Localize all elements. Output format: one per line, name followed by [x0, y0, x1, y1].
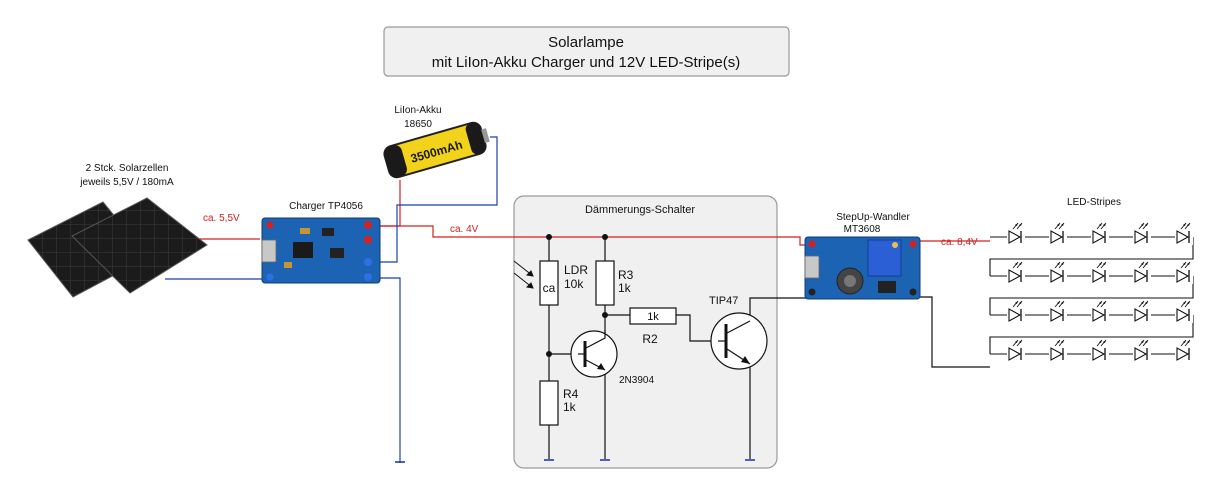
charger-label: Charger TP4056 [289, 201, 363, 212]
led-diode [1133, 300, 1151, 323]
title-box: Solarlampe mit LiIon-Akku Charger und 12… [383, 26, 790, 77]
led-diode [1133, 261, 1151, 284]
led-diode [1091, 261, 1109, 284]
voltage-solar-label: ca. 5,5V [203, 213, 240, 224]
led-diode [1007, 300, 1025, 323]
battery-18650: 3500mAh [383, 121, 490, 179]
led-diode [1049, 261, 1067, 284]
led-diode [1049, 222, 1067, 245]
ldr-body-text: ca [543, 281, 556, 295]
led-stripes-group [989, 222, 1194, 362]
transistor-tip47-label: TIP47 [709, 295, 738, 307]
r2-name: R2 [642, 332, 658, 346]
led-diode [1175, 300, 1193, 323]
stepup-label-line1: StepUp-Wandler [836, 212, 910, 223]
transistor-tip47 [710, 312, 768, 370]
led-stripe-row [989, 261, 1194, 315]
r4-value: 1k [563, 400, 577, 414]
negative-wires [165, 136, 498, 463]
led-diode [1049, 339, 1067, 362]
solar-label-line1: 2 Stck. Solarzellen [86, 163, 169, 174]
led-stripe-row [989, 222, 1194, 276]
led-diode [1049, 300, 1067, 323]
led-stripe-row [989, 300, 1194, 354]
battery-label-line2: 18650 [404, 119, 432, 130]
r3-value: 1k [618, 281, 632, 295]
led-stripe-row [990, 339, 1193, 362]
resistor-r3 [595, 260, 615, 306]
led-diode [1091, 222, 1109, 245]
battery-label-line1: LiIon-Akku [394, 105, 441, 116]
title-line2: mit LiIon-Akku Charger und 12V LED-Strip… [432, 54, 740, 71]
stepup-label-line2: MT3608 [844, 224, 881, 235]
led-diode [1133, 339, 1151, 362]
led-diode [1175, 222, 1193, 245]
led-diode [1133, 222, 1151, 245]
stepup-board [804, 236, 921, 300]
title-line1: Solarlampe [548, 34, 624, 51]
solar-label-line2: jeweils 5,5V / 180mA [79, 177, 174, 188]
voltage-output-label: ca. 8,4V [941, 237, 978, 248]
charger-board [261, 217, 381, 284]
ldr-name: LDR [564, 263, 588, 277]
junction-dots [546, 234, 608, 357]
led-diode [1091, 300, 1109, 323]
led-diode [1175, 339, 1193, 362]
dusk-switch-box [513, 195, 778, 469]
led-stripes-label: LED-Stripes [1067, 197, 1121, 208]
r3-name: R3 [618, 268, 634, 282]
solar-panel-2 [71, 197, 208, 294]
ldr-resistor: ca [539, 260, 559, 306]
transistor-2n3904-label: 2N3904 [619, 375, 654, 386]
led-diode [1091, 339, 1109, 362]
signal-wires [548, 237, 990, 459]
resistor-r2 [629, 307, 677, 325]
dusk-switch-label: Dämmerungs-Schalter [585, 204, 695, 216]
voltage-battery-label: ca. 4V [450, 224, 479, 235]
ldr-light-arrows [513, 260, 534, 289]
led-diode [1007, 261, 1025, 284]
r2-value: 1k [647, 311, 659, 323]
resistor-r4 [539, 380, 559, 426]
led-diode [1175, 261, 1193, 284]
led-diode [1007, 222, 1025, 245]
ldr-value: 10k [564, 277, 584, 291]
ground-ticks [395, 459, 755, 463]
r4-name: R4 [563, 387, 579, 401]
led-diode [1007, 339, 1025, 362]
transistor-2n3904 [570, 330, 618, 378]
